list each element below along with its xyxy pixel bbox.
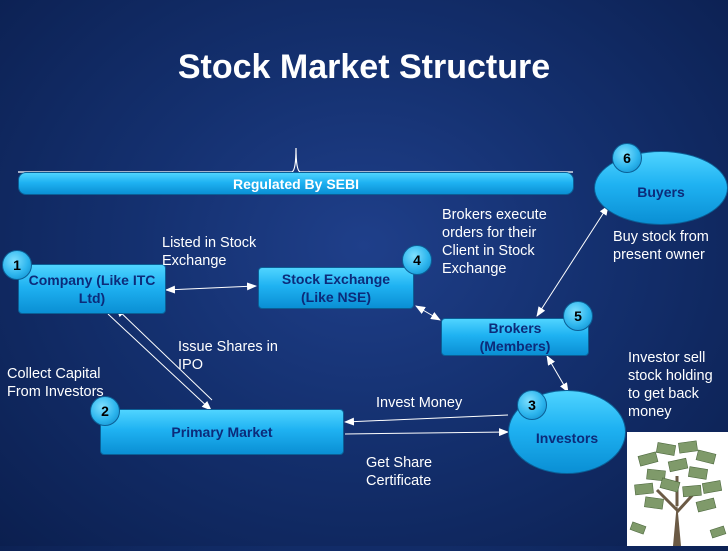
regulator-bar: Regulated By SEBI: [18, 172, 574, 195]
slide-title: Stock Market Structure: [177, 48, 551, 86]
step-badge-1: 1: [2, 250, 32, 280]
primary-market-node: Primary Market: [100, 409, 344, 455]
regulator-label: Regulated By SEBI: [232, 175, 360, 192]
brokers-label: Brokers (Members): [479, 320, 551, 354]
arrow-company-exchange: [165, 282, 257, 294]
investors-label: Investors: [535, 430, 599, 446]
arrow-company-primary-2: [115, 307, 213, 401]
company-label: Company (Like ITC Ltd): [28, 272, 156, 306]
regulator-brace: [18, 147, 573, 173]
company-node: Company (Like ITC Ltd): [18, 264, 166, 314]
step-badge-4: 4: [402, 245, 432, 275]
label-invest-money: Invest Money: [376, 395, 463, 411]
label-investor-sell: Investor sell stock holding to get back …: [628, 350, 713, 420]
arrow-company-primary-1: [107, 313, 212, 411]
arrow-primary-investors: [344, 428, 509, 437]
brokers-node: Brokers (Members): [441, 318, 589, 356]
label-buy-stock: Buy stock from present owner: [613, 229, 709, 263]
investors-node: Investors: [508, 390, 626, 474]
arrow-brokers-buyers: [536, 205, 609, 317]
step-badge-5: 5: [563, 301, 593, 331]
stock-exchange-node: Stock Exchange (Like NSE): [258, 267, 414, 309]
step-badge-2: 2: [90, 396, 120, 426]
label-brokers-execute: Brokers execute orders for their Client …: [442, 207, 547, 277]
arrow-brokers-investors: [546, 355, 569, 393]
label-collect-capital: Collect Capital From Investors: [7, 366, 104, 400]
label-issue-shares: Issue Shares in IPO: [178, 339, 278, 373]
arrow-exchange-brokers: [415, 305, 441, 321]
buyers-label: Buyers: [637, 184, 685, 200]
arrow-investors-primary: [344, 414, 509, 426]
label-get-share: Get Share Certificate: [366, 455, 433, 489]
money-tree-image: [627, 432, 728, 546]
step-badge-3: 3: [517, 390, 547, 420]
step-badge-6: 6: [612, 143, 642, 173]
label-listed: Listed in Stock Exchange: [162, 235, 257, 269]
primary-market-label: Primary Market: [171, 424, 273, 440]
stock-exchange-label: Stock Exchange (Like NSE): [281, 271, 391, 305]
